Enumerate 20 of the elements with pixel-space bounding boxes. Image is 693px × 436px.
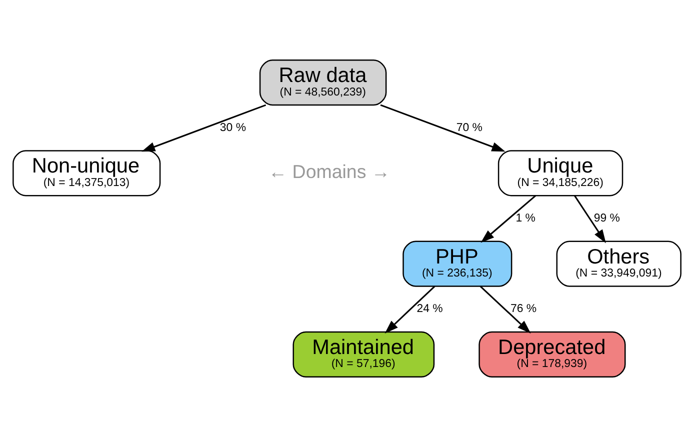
node-box: Deprecated (N = 178,939) xyxy=(478,330,626,377)
edge-label: 70 % xyxy=(456,121,482,134)
node-box: Raw data (N = 48,560,239) xyxy=(258,59,386,106)
arrow xyxy=(384,285,435,333)
node-box: Maintained (N = 57,196) xyxy=(292,330,434,377)
edge-label: 1 % xyxy=(515,212,535,224)
node-box: Others (N = 33,949,091) xyxy=(556,240,681,286)
node-box: PHP (N = 236,135) xyxy=(402,240,512,286)
edge-label: 24 % xyxy=(416,302,442,315)
label: ← Domains → xyxy=(268,160,390,182)
edge-label: 30 % xyxy=(219,121,246,134)
node-box: Non-unique (N = 14,375,013) xyxy=(12,150,160,196)
arrow xyxy=(479,285,530,333)
edge-label: 76 % xyxy=(510,302,536,315)
arrow xyxy=(380,104,505,152)
node-box: Unique (N = 34,185,226) xyxy=(497,150,623,196)
arrow xyxy=(574,194,606,243)
arrow xyxy=(480,194,536,242)
edge-label: 99 % xyxy=(593,212,620,224)
arrow xyxy=(141,104,266,152)
